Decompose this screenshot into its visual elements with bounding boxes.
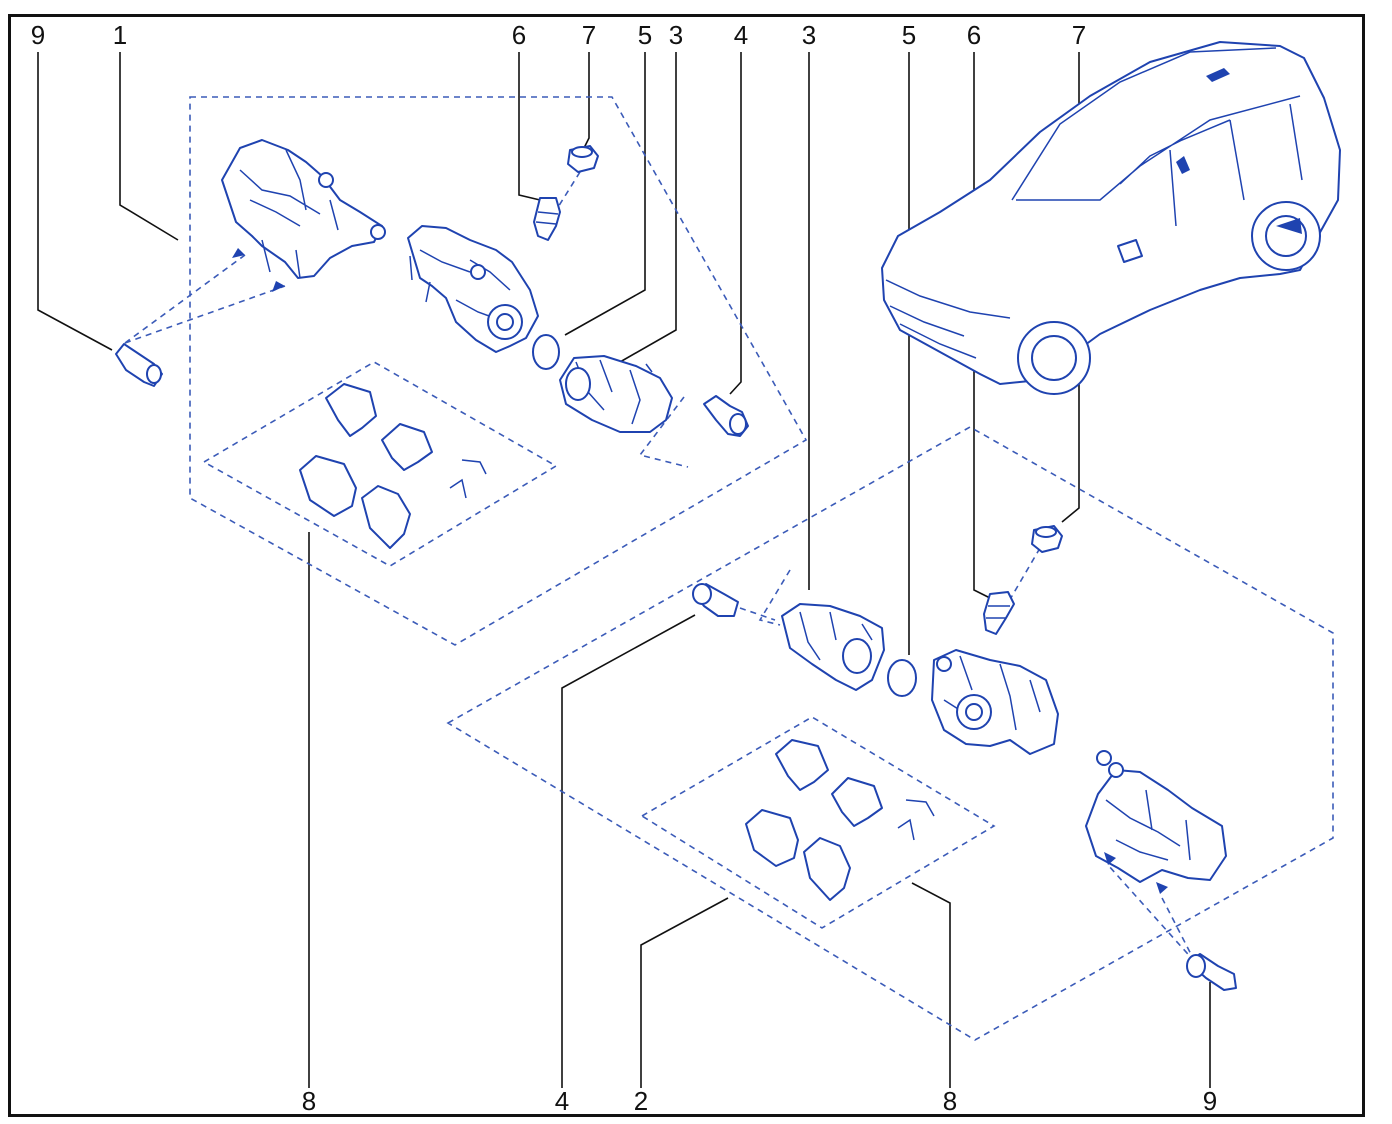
callout-4-bottom: 4 [555, 1086, 569, 1116]
diagram-frame [8, 14, 1365, 1117]
callout-3-top-right: 3 [802, 20, 816, 50]
bleed-screw-right [983, 591, 1015, 635]
callout-7-top-right: 7 [1072, 20, 1086, 50]
o-ring-left [532, 334, 560, 370]
o-ring-right [887, 659, 917, 697]
callout-9-bottom-right: 9 [1203, 1086, 1217, 1116]
caliper-bracket-left [221, 139, 386, 292]
caliper-bracket-right [1085, 750, 1227, 894]
brake-pad-kit-right [745, 739, 935, 901]
callout-8-bottom-right: 8 [943, 1086, 957, 1116]
callout-6-top-left: 6 [512, 20, 526, 50]
callout-2-bottom: 2 [634, 1086, 648, 1116]
actuator-motor-left [559, 355, 673, 433]
caliper-body-right [931, 649, 1059, 755]
vehicle-illustration [881, 41, 1341, 395]
caliper-bolt-left [115, 343, 163, 387]
callout-5-top-right: 5 [902, 20, 916, 50]
callout-8-bottom-left: 8 [302, 1086, 316, 1116]
caliper-body-left [407, 225, 539, 353]
guide-bolt-left [703, 395, 749, 437]
brake-pad-kit-left [299, 383, 487, 549]
dust-cap-right [1031, 525, 1063, 553]
actuator-motor-right [781, 603, 885, 691]
guide-bolt-right [692, 583, 739, 617]
callout-6-top-right: 6 [967, 20, 981, 50]
callout-5-top-left: 5 [638, 20, 652, 50]
callout-4-top-left: 4 [734, 20, 748, 50]
callout-1-top: 1 [113, 20, 127, 50]
callout-9-top: 9 [31, 20, 45, 50]
dust-cap-left [567, 145, 599, 173]
caliper-bolt-right [1186, 953, 1237, 991]
callout-3-top-left: 3 [669, 20, 683, 50]
callout-7-top-left: 7 [582, 20, 596, 50]
bleed-screw-left [533, 197, 561, 241]
